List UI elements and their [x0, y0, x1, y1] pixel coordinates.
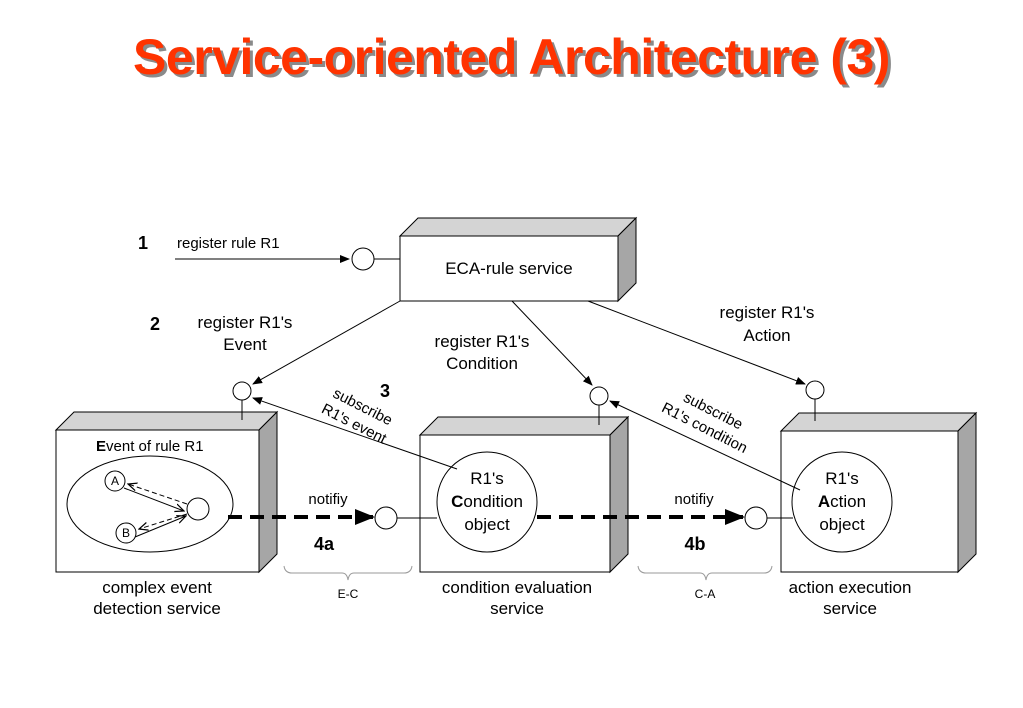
register-condition-label-1: register R1's: [435, 332, 530, 351]
eca-rule-service-box: ECA-rule service: [398, 216, 638, 303]
step-1: 1: [138, 233, 148, 253]
register-action-label-2: Action: [743, 326, 790, 345]
eca-port: [351, 247, 375, 271]
register-action-label-1: register R1's: [720, 303, 815, 322]
page-title: Service-oriented Architecture (3): [133, 29, 890, 85]
condition-obj-line-3: object: [464, 515, 510, 534]
notify-4b-label: notifiy: [674, 491, 714, 508]
step-2: 2: [150, 314, 160, 334]
register-rule-label: register rule R1: [177, 235, 280, 252]
register-event-arrow: [252, 300, 401, 385]
eca-service-label: ECA-rule service: [445, 259, 573, 278]
register-condition-label-2: Condition: [446, 354, 518, 373]
event-of-rule-label: Event of rule R1: [96, 438, 204, 455]
event-node-a: [104, 470, 126, 492]
ced-label-2: detection service: [93, 599, 221, 618]
event-port: [232, 381, 252, 401]
notify-4a-label: notifiy: [308, 491, 348, 508]
ced-label-1: complex event: [102, 578, 212, 597]
aes-label-1: action execution: [789, 578, 912, 597]
event-node-b: [115, 522, 137, 544]
action-notify-port: [744, 506, 768, 530]
action-obj-line-3: object: [819, 515, 865, 534]
ces-label-1: condition evaluation: [442, 578, 592, 597]
ec-label: E-C: [338, 587, 359, 601]
ca-label: C-A: [695, 587, 716, 601]
step-4a: 4a: [314, 534, 335, 554]
step-4b: 4b: [684, 534, 705, 554]
action-obj-line-2: Action: [818, 492, 866, 511]
event-composite-node: [186, 497, 210, 521]
subscribe-event-arrow: [252, 397, 458, 470]
register-action-arrow: [587, 300, 806, 385]
node-a-label: A: [111, 474, 119, 488]
condition-obj-line-2: Condition: [451, 492, 523, 511]
node-b-label: B: [122, 526, 130, 540]
action-object: [791, 451, 893, 553]
ces-label-2: service: [490, 599, 544, 618]
aes-label-2: service: [823, 599, 877, 618]
ca-brace: [637, 565, 773, 581]
register-condition-arrow: [511, 300, 593, 386]
register-event-label-2: Event: [223, 335, 267, 354]
ec-brace: [283, 565, 413, 581]
action-obj-line-1: R1's: [825, 469, 858, 488]
condition-notify-port: [374, 506, 398, 530]
condition-port: [589, 386, 609, 406]
condition-object: [436, 451, 538, 553]
action-port: [805, 380, 825, 400]
condition-obj-line-1: R1's: [470, 469, 503, 488]
subscribe-condition-arrow: [609, 400, 801, 491]
step-3: 3: [380, 381, 390, 401]
register-event-label-1: register R1's: [198, 313, 293, 332]
